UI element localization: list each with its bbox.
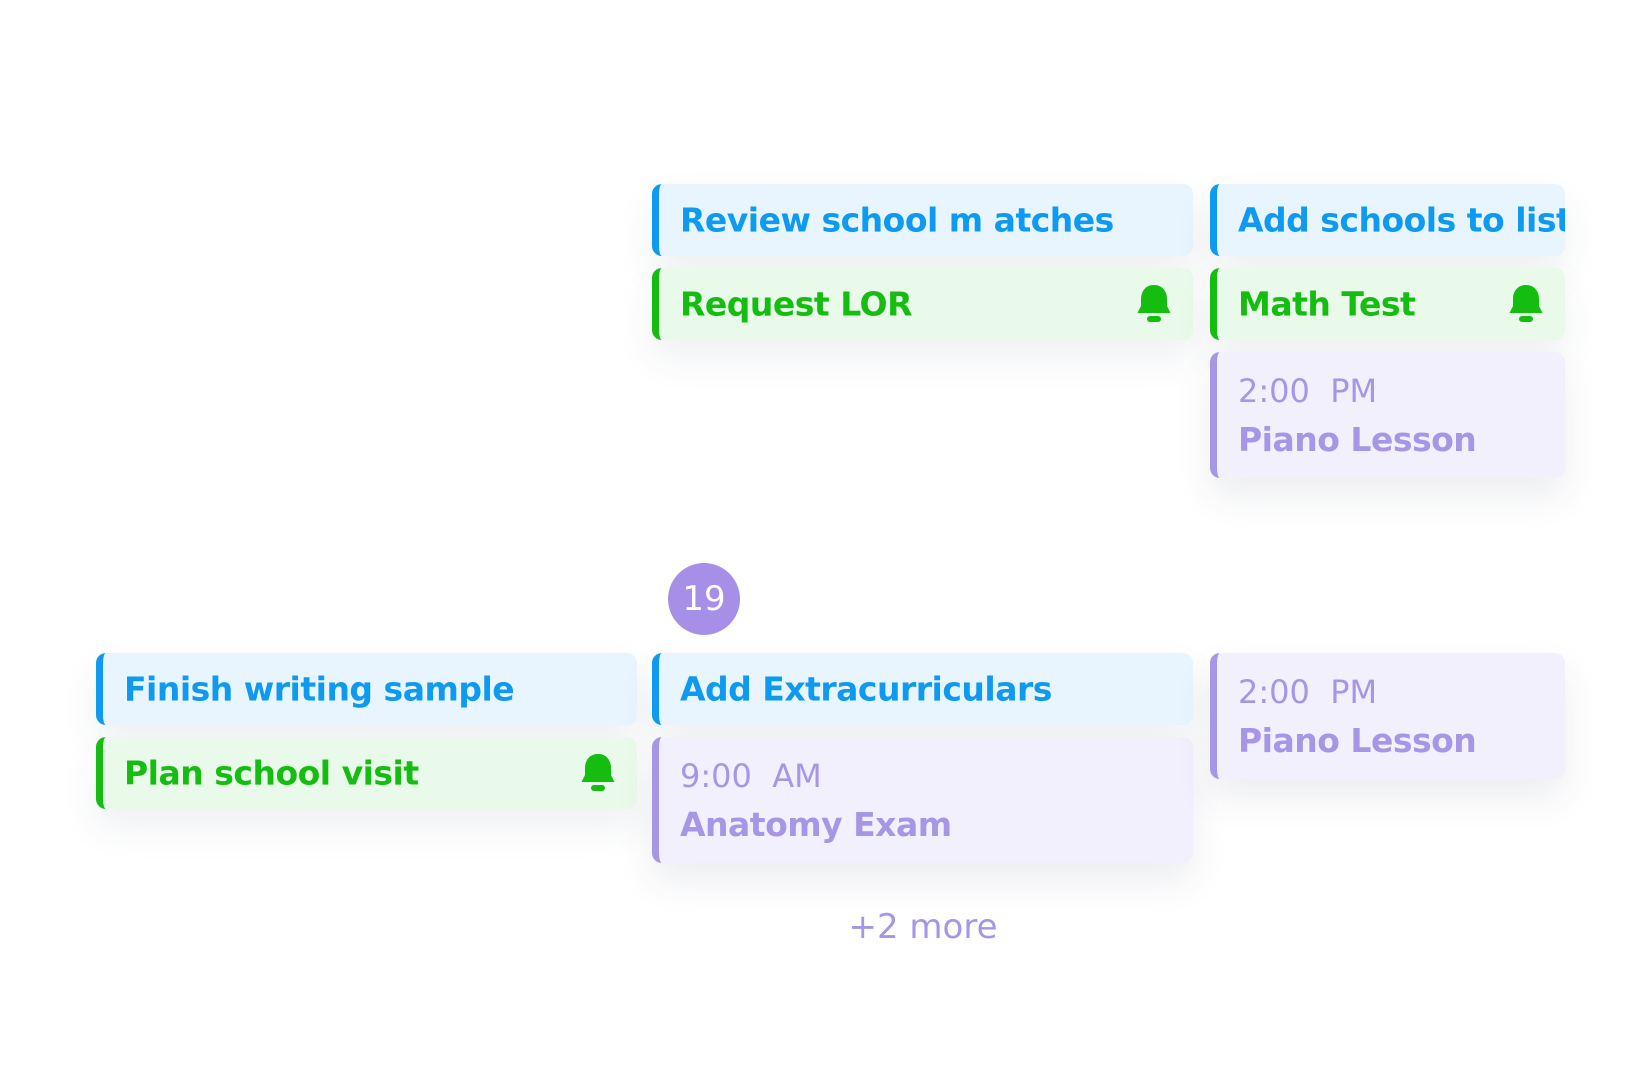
task-label: Add Extracurriculars bbox=[680, 669, 1052, 709]
task-label: Add schools to list bbox=[1238, 200, 1565, 240]
event-time: 2:00 PM bbox=[1238, 372, 1378, 410]
event-title: Anatomy Exam bbox=[680, 805, 952, 844]
event-time: 9:00 AM bbox=[680, 757, 822, 795]
event-title: Piano Lesson bbox=[1238, 721, 1477, 760]
event-card-piano-lesson[interactable]: 2:00 PM Piano Lesson bbox=[1210, 352, 1565, 478]
reminder-card-math-test[interactable]: Math Test bbox=[1210, 268, 1565, 340]
more-events-label: +2 more bbox=[848, 907, 998, 947]
bell-icon[interactable] bbox=[1508, 283, 1544, 325]
bell-icon[interactable] bbox=[580, 752, 616, 794]
task-label: Review school m atches bbox=[680, 200, 1114, 240]
task-card-review-school-matches[interactable]: Review school m atches bbox=[652, 184, 1193, 256]
reminder-label: Request LOR bbox=[680, 284, 913, 324]
task-label: Finish writing sample bbox=[124, 669, 515, 709]
event-card-anatomy-exam[interactable]: 9:00 AM Anatomy Exam bbox=[652, 737, 1193, 863]
event-title: Piano Lesson bbox=[1238, 420, 1477, 459]
task-card-add-extracurriculars[interactable]: Add Extracurriculars bbox=[652, 653, 1193, 725]
bell-icon[interactable] bbox=[1136, 283, 1172, 325]
reminder-label: Plan school visit bbox=[124, 753, 419, 793]
event-time: 2:00 PM bbox=[1238, 673, 1378, 711]
reminder-label: Math Test bbox=[1238, 284, 1416, 324]
reminder-card-request-lor[interactable]: Request LOR bbox=[652, 268, 1193, 340]
day-number-badge[interactable]: 19 bbox=[668, 563, 740, 635]
event-card-piano-lesson[interactable]: 2:00 PM Piano Lesson bbox=[1210, 653, 1565, 779]
task-card-add-schools[interactable]: Add schools to list bbox=[1210, 184, 1565, 256]
task-card-finish-writing-sample[interactable]: Finish writing sample bbox=[96, 653, 637, 725]
reminder-card-plan-school-visit[interactable]: Plan school visit bbox=[96, 737, 637, 809]
